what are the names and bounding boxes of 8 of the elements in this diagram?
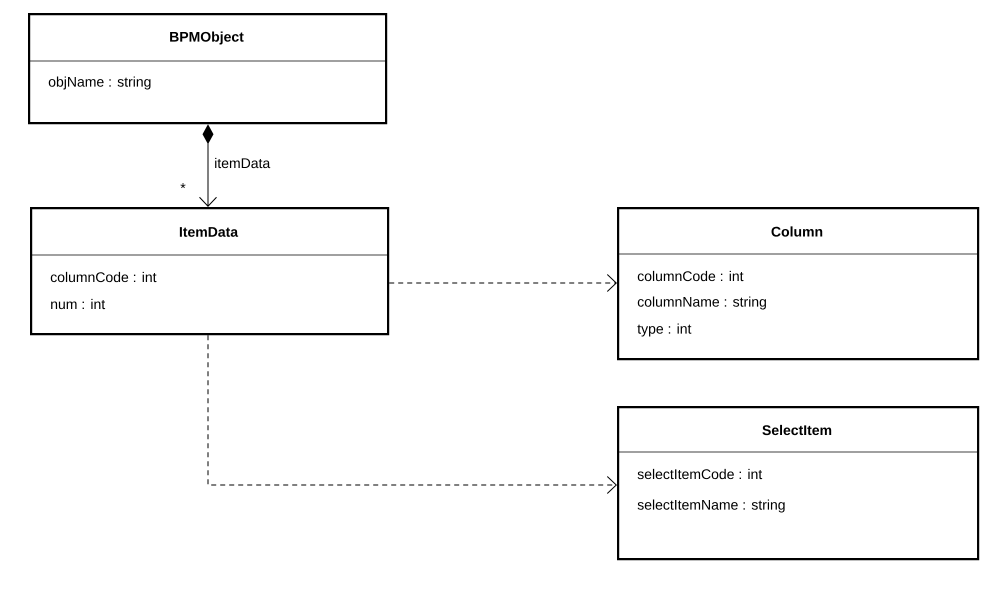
edge-label: itemData bbox=[215, 158, 270, 168]
multiplicity-label: * bbox=[180, 183, 186, 188]
class-box: ItemData columnCode : int num : int bbox=[30, 207, 390, 336]
arrow bbox=[388, 274, 617, 292]
arrow bbox=[208, 334, 617, 494]
class-box: Column columnCode : int columnName : string type : int bbox=[616, 207, 980, 360]
class-box: BPMObject objName : string bbox=[28, 13, 388, 124]
class-box: SelectItem selectItemCode : int selectItemName : string bbox=[616, 406, 980, 560]
